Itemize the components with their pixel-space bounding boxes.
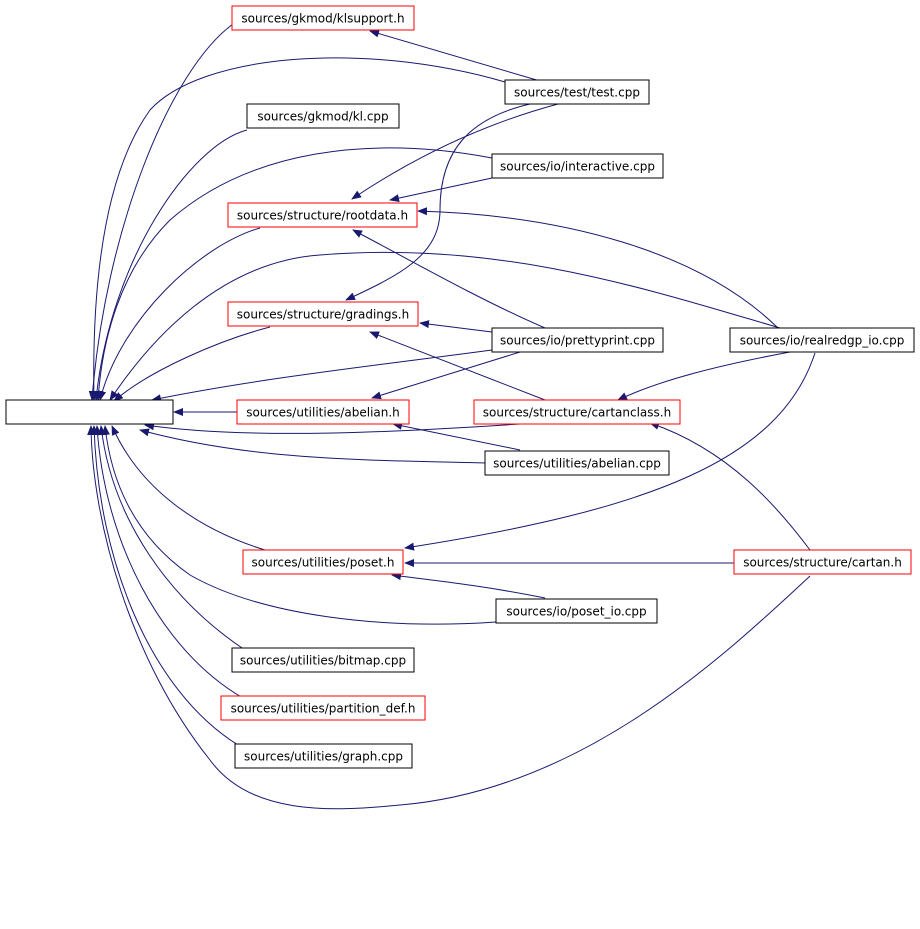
edge-poset-io-cpp-to-poset-h — [391, 572, 546, 599]
node-graph-cpp[interactable]: sources/utilities/graph.cpp — [234, 743, 413, 769]
edge-realredgp-io-cpp-to-cartanclass-h — [617, 351, 791, 401]
edge-interactive-cpp-to-bitmap-h — [94, 147, 493, 401]
edge-poset-io-cpp-to-bitmap-h — [102, 425, 497, 625]
svg-text:sources/io/realredgp_io.cpp: sources/io/realredgp_io.cpp — [740, 334, 905, 348]
edge-cartan-h-to-cartanclass-h — [649, 422, 811, 551]
edge-poset-h-to-bitmap-h — [111, 425, 266, 551]
edge-interactive-cpp-to-rootdata-h — [389, 177, 493, 203]
edge-abelian-cpp-to-bitmap-h — [139, 428, 486, 464]
svg-text:sources/structure/cartanclass.: sources/structure/cartanclass.h — [483, 406, 671, 420]
svg-text:sources/io/prettyprint.cpp: sources/io/prettyprint.cpp — [500, 334, 655, 348]
edge-prettyprint-cpp-to-abelian-h — [371, 351, 521, 400]
node-cartanclass-h[interactable]: sources/structure/cartanclass.h — [473, 399, 681, 425]
edge-graph-cpp-to-bitmap-h — [90, 425, 239, 746]
svg-text:sources/utilities/abelian.cpp: sources/utilities/abelian.cpp — [493, 457, 661, 471]
edge-bitmap-cpp-to-bitmap-h — [98, 425, 246, 651]
node-abelian-h[interactable]: sources/utilities/abelian.h — [236, 399, 410, 425]
edge-realredgp-io-cpp-to-poset-h — [404, 352, 816, 551]
edge-rootdata-h-to-bitmap-h — [98, 227, 261, 401]
svg-text:sources/test/test.cpp: sources/test/test.cpp — [514, 86, 640, 100]
svg-text:sources/utilities/bitmap.h: sources/utilities/bitmap.h — [14, 406, 166, 420]
node-test-cpp[interactable]: sources/test/test.cpp — [504, 79, 650, 105]
svg-text:sources/structure/rootdata.h: sources/structure/rootdata.h — [237, 209, 408, 223]
svg-text:sources/structure/gradings.h: sources/structure/gradings.h — [237, 308, 409, 322]
node-interactive-cpp[interactable]: sources/io/interactive.cpp — [491, 153, 664, 179]
edge-prettyprint-cpp-to-rootdata-h — [352, 229, 546, 329]
node-realredgp-io-cpp[interactable]: sources/io/realredgp_io.cpp — [729, 327, 915, 353]
node-bitmap-h[interactable]: sources/utilities/bitmap.h — [5, 399, 174, 425]
svg-text:sources/utilities/graph.cpp: sources/utilities/graph.cpp — [244, 750, 403, 764]
node-kl-cpp[interactable]: sources/gkmod/kl.cpp — [246, 103, 400, 129]
svg-text:sources/io/poset_io.cpp: sources/io/poset_io.cpp — [506, 605, 646, 619]
edge-realredgp-io-cpp-to-bitmap-h — [109, 251, 781, 401]
svg-text:sources/structure/cartan.h: sources/structure/cartan.h — [743, 556, 902, 570]
node-partition-def-h[interactable]: sources/utilities/partition_def.h — [220, 695, 426, 721]
node-cartan-h[interactable]: sources/structure/cartan.h — [733, 549, 912, 575]
node-poset-io-cpp[interactable]: sources/io/poset_io.cpp — [495, 598, 658, 624]
node-poset-h[interactable]: sources/utilities/poset.h — [242, 549, 404, 575]
edge-test-cpp-to-klsupport-h — [369, 29, 541, 82]
edge-test-cpp-to-gradings-h — [345, 103, 531, 301]
edge-test-cpp-to-bitmap-h — [89, 57, 506, 401]
edge-cartanclass-h-to-bitmap-h — [144, 422, 521, 434]
edge-realredgp-io-cpp-to-rootdata-h — [417, 207, 781, 331]
edge-test-cpp-to-rootdata-h — [351, 103, 559, 200]
edge-gradings-h-to-bitmap-h — [113, 326, 271, 402]
node-gradings-h[interactable]: sources/structure/gradings.h — [227, 301, 419, 327]
svg-text:sources/utilities/partition_de: sources/utilities/partition_def.h — [231, 702, 416, 716]
edge-cartanclass-h-to-gradings-h — [369, 331, 546, 401]
edge-klsupport-h-to-bitmap-h — [88, 23, 234, 401]
edge-abelian-cpp-to-abelian-h — [392, 421, 521, 451]
edge-prettyprint-cpp-to-gradings-h — [419, 320, 493, 333]
svg-text:sources/gkmod/kl.cpp: sources/gkmod/kl.cpp — [257, 110, 388, 124]
svg-text:sources/utilities/abelian.h: sources/utilities/abelian.h — [246, 406, 400, 420]
svg-text:sources/utilities/poset.h: sources/utilities/poset.h — [252, 556, 395, 570]
node-bitmap-cpp[interactable]: sources/utilities/bitmap.cpp — [231, 647, 415, 673]
node-klsupport-h[interactable]: sources/gkmod/klsupport.h — [231, 5, 415, 31]
edge-partition-def-h-to-bitmap-h — [93, 425, 244, 699]
svg-text:sources/io/interactive.cpp: sources/io/interactive.cpp — [500, 160, 655, 174]
edge-cartan-h-to-bitmap-h — [87, 425, 811, 810]
node-prettyprint-cpp[interactable]: sources/io/prettyprint.cpp — [491, 327, 664, 353]
edge-kl-cpp-to-bitmap-h — [92, 129, 248, 401]
svg-text:sources/utilities/bitmap.cpp: sources/utilities/bitmap.cpp — [240, 654, 406, 668]
node-rootdata-h[interactable]: sources/structure/rootdata.h — [227, 202, 418, 228]
edge-prettyprint-cpp-to-bitmap-h — [151, 349, 493, 403]
svg-text:sources/gkmod/klsupport.h: sources/gkmod/klsupport.h — [241, 12, 404, 26]
node-abelian-cpp[interactable]: sources/utilities/abelian.cpp — [484, 450, 670, 476]
